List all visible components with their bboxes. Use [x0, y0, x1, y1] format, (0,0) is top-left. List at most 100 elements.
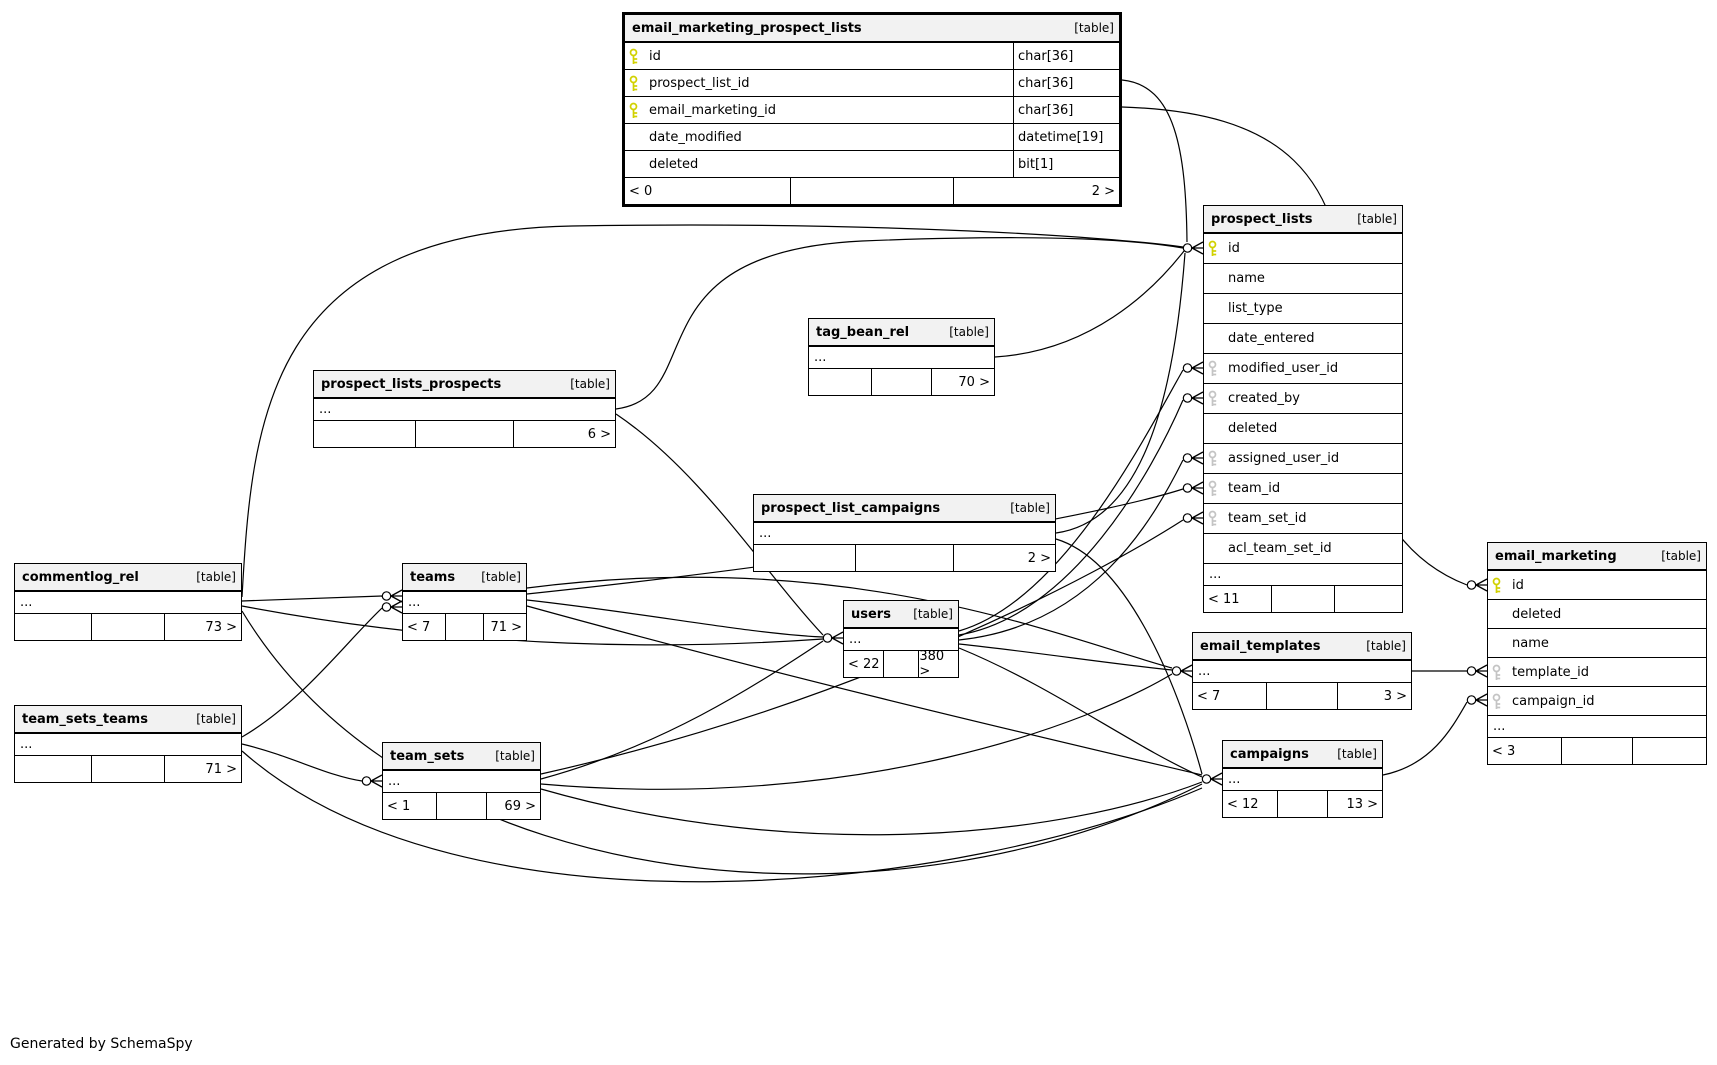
table-title: campaigns — [1230, 746, 1309, 762]
relationship-edge — [615, 413, 824, 636]
collapsed-columns-ellipsis: ... — [754, 523, 1055, 545]
table-title: users — [851, 606, 891, 622]
table-badge: [table] — [1366, 639, 1406, 653]
zero-or-one-circle-icon — [822, 633, 833, 643]
footer-parents-count: < 0 — [629, 183, 653, 199]
column-row: template_id — [1488, 658, 1706, 687]
relationship-edge — [241, 595, 383, 602]
collapsed-columns-ellipsis: ... — [1223, 769, 1382, 791]
zero-or-one-circle-icon — [381, 602, 392, 612]
foreign-key-icon — [1207, 390, 1228, 407]
relationship-edge — [1055, 538, 1203, 775]
column-name: template_id — [1512, 664, 1590, 680]
table-footer: 71 > — [15, 756, 241, 782]
zero-or-one-circle-icon — [1171, 666, 1182, 676]
table-badge: [table] — [1661, 549, 1701, 563]
collapsed-columns-ellipsis: ... — [15, 592, 241, 614]
zero-or-one-circle-icon — [1466, 580, 1477, 590]
primary-key-icon — [628, 75, 649, 92]
relationship-edge — [540, 781, 1203, 836]
crows-foot-connector-icon — [1475, 664, 1488, 678]
column-name: created_by — [1228, 391, 1300, 406]
crows-foot-connector-icon — [1191, 511, 1204, 525]
relationship-edge — [540, 673, 1173, 790]
table-title: commentlog_rel — [22, 569, 139, 585]
column-type: char[36] — [1013, 70, 1119, 96]
collapsed-columns-ellipsis: ... — [1204, 564, 1402, 586]
table-title: email_marketing — [1495, 548, 1617, 564]
column-row: name — [1488, 629, 1706, 658]
table-header: team_sets_teams[table] — [15, 706, 241, 734]
footer-spacer — [1561, 738, 1631, 764]
crows-foot-connector-icon — [370, 774, 383, 788]
table-node-team_sets_teams[interactable]: team_sets_teams[table]...71 > — [14, 705, 242, 783]
table-title: email_marketing_prospect_lists — [632, 20, 862, 36]
table-header: prospect_lists[table] — [1204, 206, 1402, 234]
column-type: bit[1] — [1013, 151, 1119, 177]
footer-spacer — [415, 421, 513, 447]
table-badge: [table] — [949, 325, 989, 339]
table-header: tag_bean_rel[table] — [809, 319, 994, 347]
column-name: date_modified — [649, 129, 742, 145]
crows-foot-connector-icon — [1475, 693, 1488, 707]
relationship-edge — [241, 743, 363, 782]
table-node-prospect_lists_prospects[interactable]: prospect_lists_prospects[table]...6 > — [313, 370, 616, 448]
table-header: prospect_list_campaigns[table] — [754, 495, 1055, 523]
foreign-key-icon — [1207, 510, 1228, 527]
footer-spacer — [871, 369, 930, 395]
column-name: campaign_id — [1512, 693, 1595, 709]
crows-foot-connector-icon — [1191, 391, 1204, 405]
footer-children-count: 71 > — [483, 614, 526, 640]
table-footer: < 11 — [1204, 586, 1402, 612]
table-footer: 70 > — [809, 369, 994, 395]
collapsed-columns-ellipsis: ... — [1488, 716, 1706, 738]
generator-credit: Generated by SchemaSpy — [10, 1036, 193, 1052]
zero-or-one-circle-icon — [1182, 393, 1193, 403]
table-title: email_templates — [1200, 638, 1321, 654]
footer-children-count: 380 > — [918, 649, 958, 679]
table-footer: 6 > — [314, 421, 615, 447]
column-row: id — [1488, 571, 1706, 600]
table-header: team_sets[table] — [383, 743, 540, 771]
table-badge: [table] — [913, 607, 953, 621]
foreign-key-icon — [1207, 450, 1228, 467]
footer-children-count: 69 > — [486, 793, 540, 819]
footer-children-count: 71 > — [164, 756, 241, 782]
footer-children-count: 70 > — [930, 369, 994, 395]
table-header: email_marketing [table] — [1488, 543, 1706, 571]
footer-parents-count: < 12 — [1227, 796, 1259, 812]
relationship-edge — [1055, 252, 1186, 534]
column-name: team_set_id — [1228, 511, 1307, 526]
column-row: assigned_user_id — [1204, 444, 1402, 474]
column-row: deleted — [1488, 600, 1706, 629]
table-header: email_marketing_prospect_lists[table] — [625, 15, 1119, 43]
footer-parents-count: < 3 — [1492, 743, 1516, 759]
table-header: commentlog_rel[table] — [15, 564, 241, 592]
relationship-edge — [526, 599, 824, 638]
column-name: team_id — [1228, 481, 1281, 496]
relationship-edge — [615, 237, 1184, 410]
relationship-edge — [958, 369, 1184, 632]
footer-spacer — [882, 651, 919, 677]
zero-or-one-circle-icon — [1182, 453, 1193, 463]
table-node-tag_bean_rel[interactable]: tag_bean_rel[table]...70 > — [808, 318, 995, 396]
crows-foot-connector-icon — [1475, 578, 1488, 592]
table-title: prospect_list_campaigns — [761, 500, 941, 516]
relationship-edge — [241, 605, 824, 646]
footer-children-count: 2 > — [952, 178, 1119, 204]
footer-parents-count: < 7 — [1197, 688, 1221, 704]
table-node-prospect_list_campaigns[interactable]: prospect_list_campaigns[table]...2 > — [753, 494, 1056, 572]
footer-parents-count: < 7 — [407, 619, 431, 635]
collapsed-columns-ellipsis: ... — [403, 592, 526, 614]
table-node-commentlog_rel[interactable]: commentlog_rel[table]...73 > — [14, 563, 242, 641]
zero-or-one-circle-icon — [1182, 243, 1193, 253]
footer-parents-count — [15, 756, 91, 782]
